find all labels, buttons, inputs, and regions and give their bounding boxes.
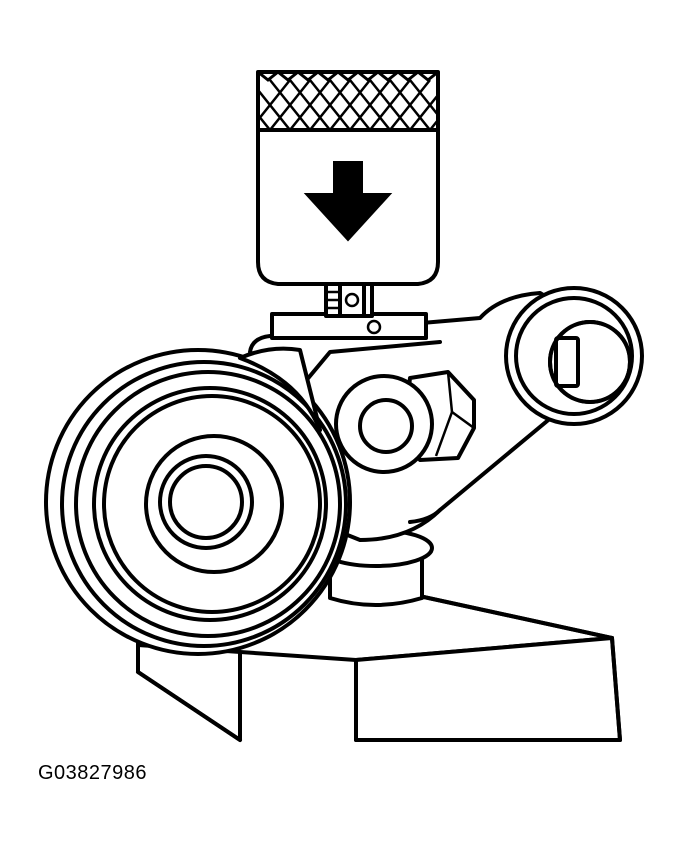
pivot-bolt: [334, 370, 476, 474]
press-spindle: [324, 282, 374, 318]
arm-end-boss: [504, 286, 644, 426]
tensioner-pulley: [44, 348, 352, 656]
figure-code-label: G03827986: [38, 762, 148, 784]
arm-lug: [238, 346, 322, 432]
knurled-cap: [256, 70, 440, 132]
down-arrow-icon: [303, 161, 393, 242]
